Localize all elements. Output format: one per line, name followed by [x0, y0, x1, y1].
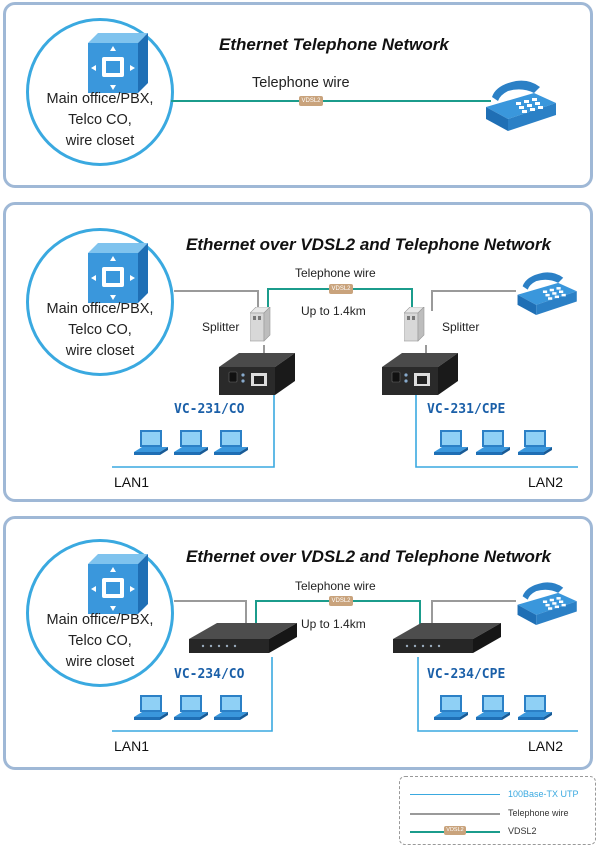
office-label: Main office/PBX, Telco CO, wire closet [46, 612, 154, 670]
legend: 100Base-TX UTP Telephone wire VDSL2 VDSL… [399, 776, 596, 845]
panel-vdsl2-vc234: Ethernet over VDSL2 and Telephone Networ… [3, 516, 593, 770]
converter-left-icon [219, 353, 296, 396]
switch-right-icon [393, 623, 501, 653]
legend-utp-label: 100Base-TX UTP [508, 789, 579, 799]
pc-icon [214, 695, 248, 720]
panel-title: Ethernet over VDSL2 and Telephone Networ… [186, 547, 551, 566]
legend-telephone-label: Telephone wire [508, 808, 569, 818]
telephone-wire-label: Telephone wire [295, 266, 376, 280]
switch-left-icon [189, 623, 297, 653]
legend-utp-line [410, 794, 500, 795]
splitter-right-label: Splitter [442, 320, 480, 334]
panel-ethernet-telephone: Ethernet Telephone Network Main office/P… [3, 2, 593, 188]
legend-vdsl-label: VDSL2 [508, 826, 537, 836]
vdsl-tag: VDSL2 [299, 96, 323, 106]
office-circle: Main office/PBX, Telco CO, wire closet [26, 539, 174, 687]
telephone-icon [517, 272, 577, 315]
legend-telephone-line [410, 813, 500, 815]
pc-icon [476, 695, 510, 720]
pc-icon [434, 430, 468, 455]
lan1-label: LAN1 [114, 474, 150, 490]
device-left-label: VC-234/CO [174, 667, 245, 682]
pc-icon [174, 695, 208, 720]
panel-vdsl2-vc231: Ethernet over VDSL2 and Telephone Networ… [3, 202, 593, 502]
telephone-icon [486, 80, 556, 131]
telephone-wire-label: Telephone wire [295, 579, 376, 593]
vdsl-tag: VDSL2 [329, 596, 353, 606]
legend-vdsl-tag: VDSL2 [444, 826, 466, 835]
pc-icon [174, 430, 208, 455]
office-label: Main office/PBX, Telco CO, wire closet [46, 301, 154, 359]
pc-icon [134, 695, 168, 720]
pc-icon [134, 430, 168, 455]
lan2-label: LAN2 [528, 474, 564, 490]
office-circle: Main office/PBX, Telco CO, wire closet [26, 18, 174, 166]
device-left-label: VC-231/CO [174, 402, 245, 417]
panel-title: Ethernet Telephone Network [219, 35, 449, 54]
pc-icon [518, 430, 552, 455]
splitter-icon-left [250, 307, 271, 342]
office-label: Main office/PBX, Telco CO, wire closet [46, 91, 154, 149]
pc-icon [476, 430, 510, 455]
device-right-label: VC-231/CPE [427, 402, 506, 417]
panel-title: Ethernet over VDSL2 and Telephone Networ… [186, 235, 551, 254]
converter-right-icon [382, 353, 459, 396]
vdsl-tag: VDSL2 [329, 284, 353, 294]
pc-icon [518, 695, 552, 720]
lan2-label: LAN2 [528, 738, 564, 754]
pc-icon [434, 695, 468, 720]
splitter-icon-right [404, 307, 425, 342]
device-right-label: VC-234/CPE [427, 667, 506, 682]
splitter-left-label: Splitter [202, 320, 240, 334]
distance-label: Up to 1.4km [301, 617, 366, 631]
telephone-wire-line [171, 100, 491, 102]
office-circle: Main office/PBX, Telco CO, wire closet [26, 228, 174, 376]
telephone-icon [517, 582, 577, 625]
pc-icon [214, 430, 248, 455]
telephone-wire-label: Telephone wire [252, 75, 350, 91]
distance-label: Up to 1.4km [301, 304, 366, 318]
lan1-label: LAN1 [114, 738, 150, 754]
